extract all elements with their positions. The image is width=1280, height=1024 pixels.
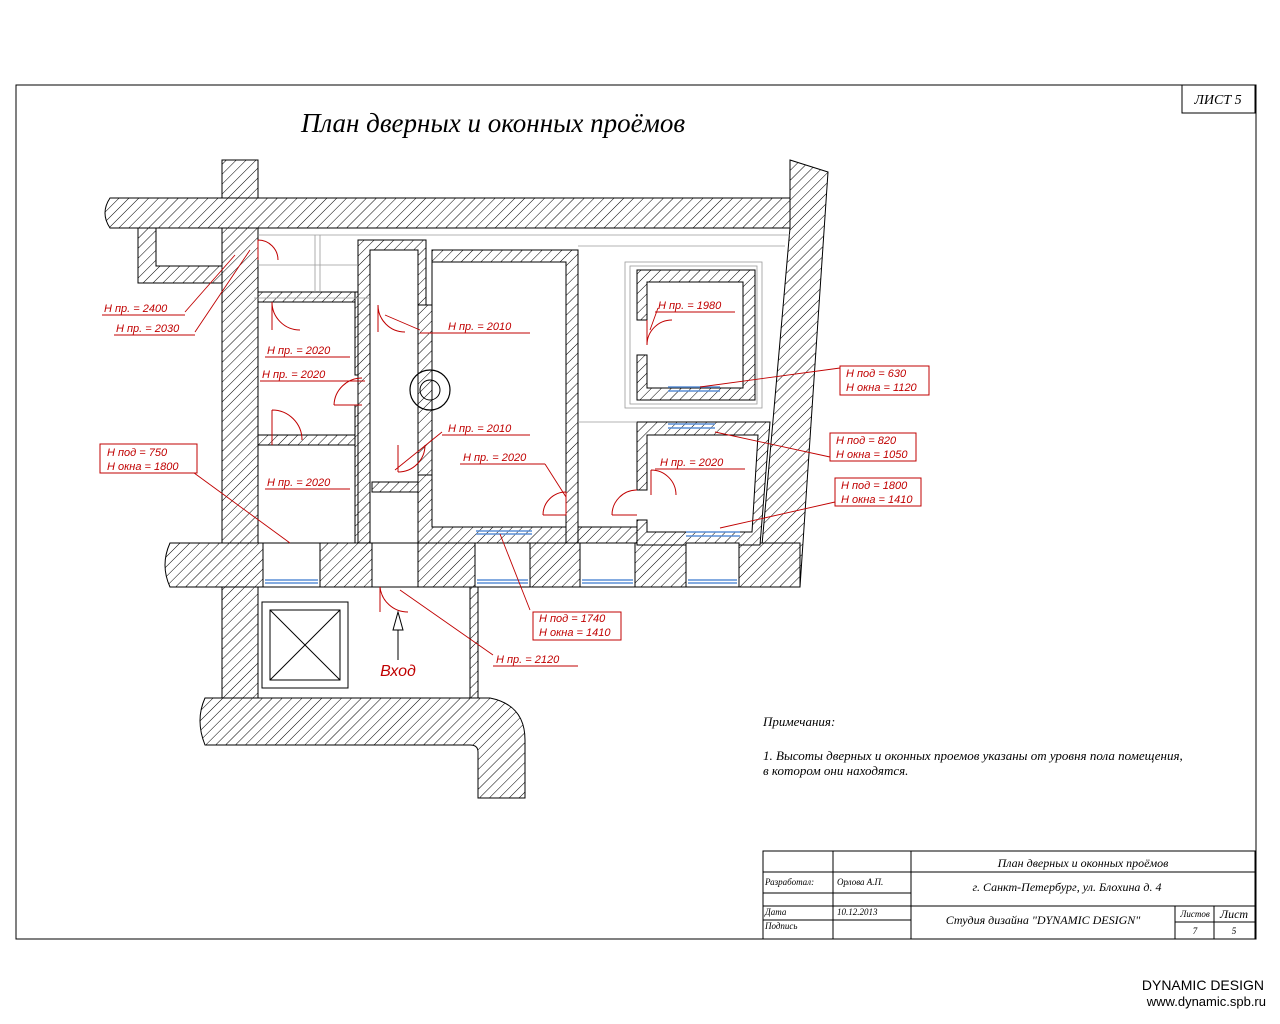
entrance-label: Вход — [380, 663, 416, 680]
door-height-2020-a: Н пр. = 2020 — [267, 345, 331, 357]
notes-line-2: в котором они находятся. — [763, 763, 908, 778]
window-820-height: Н окна = 1050 — [836, 449, 908, 461]
interior-wall-b — [257, 434, 361, 446]
window-630-sill: Н под = 630 — [846, 368, 907, 380]
notes-heading: Примечания: — [762, 714, 835, 729]
walls — [104, 159, 829, 799]
corridor-wall-left — [357, 239, 427, 544]
corridor-wall-mid — [417, 249, 579, 544]
door-height-2010-a: Н пр. = 2010 — [448, 321, 512, 333]
title-block-developed-label: Разработал: — [764, 877, 814, 887]
window-glazing — [265, 386, 740, 584]
interior-wall-a — [257, 291, 361, 303]
notes: Примечания: 1. Высоты дверных и оконных … — [762, 714, 1183, 778]
window-1740-height: Н окна = 1410 — [539, 627, 611, 639]
window-820-sill: Н под = 820 — [836, 435, 897, 447]
door-height-2030: Н пр. = 2030 — [116, 323, 180, 335]
round-column — [409, 369, 451, 411]
door-swings — [257, 239, 677, 613]
title-block-drawing-name: План дверных и оконных проёмов — [997, 856, 1169, 870]
title-block-date: 10.12.2013 — [837, 907, 878, 917]
door-height-2020-d: Н пр. = 2020 — [463, 452, 527, 464]
top-outer-wall — [104, 197, 791, 229]
title-block-sheets-label: Листов — [1179, 909, 1210, 919]
window-1800-height: Н окна = 1410 — [841, 494, 913, 506]
sheet-label-box — [1181, 84, 1256, 114]
door-height-2120: Н пр. = 2120 — [496, 654, 560, 666]
window-630-height: Н окна = 1120 — [846, 382, 918, 394]
title-block-sign-label: Подпись — [764, 921, 798, 931]
window-1740-sill: Н под = 1740 — [539, 613, 606, 625]
light-boundaries — [254, 234, 790, 423]
title-block-sheet-number: 5 — [1232, 926, 1237, 936]
title-block-sheets-total: 7 — [1193, 926, 1198, 936]
window-750-sill: Н под = 750 — [107, 447, 168, 459]
door-height-2020-e: Н пр. = 2020 — [660, 457, 724, 469]
title-block-date-label: Дата — [764, 907, 787, 917]
door-height-2400: Н пр. = 2400 — [104, 303, 168, 315]
door-height-2020-b: Н пр. = 2020 — [262, 369, 326, 381]
door-height-2010-b: Н пр. = 2010 — [448, 423, 512, 435]
drawing-title: План дверных и оконных проёмов — [300, 108, 685, 138]
title-block-developer: Орлова А.П. — [837, 877, 883, 887]
lower-curved-wall — [199, 697, 526, 799]
annotation-texts: Н пр. = 2400 Н пр. = 2030 Н пр. = 2020 Н… — [102, 300, 918, 667]
brand-url: www.dynamic.spb.ru — [1146, 994, 1266, 1009]
leader-lines — [184, 249, 841, 656]
title-block-address: г. Санкт-Петербург, ул. Блохина д. 4 — [972, 880, 1161, 894]
window-1800-sill: Н под = 1800 — [841, 480, 908, 492]
notes-line-1: 1. Высоты дверных и оконных проемов указ… — [763, 748, 1183, 763]
title-block-sheet-label: Лист — [1219, 907, 1248, 921]
door-height-1980: Н пр. = 1980 — [658, 300, 722, 312]
title-block — [762, 850, 1256, 940]
entrance-right-wall — [469, 586, 479, 699]
title-block-studio: Студия дизайна "DYNAMIC DESIGN" — [946, 913, 1142, 927]
bath-top-wall — [371, 481, 419, 493]
annotation-boxes — [99, 365, 930, 641]
sheet-frame — [15, 84, 1257, 940]
right-room-walls — [636, 421, 771, 546]
entrance-left-wall — [221, 586, 259, 699]
door-height-2020-c: Н пр. = 2020 — [267, 477, 331, 489]
mid-corridor-bottom — [577, 526, 638, 544]
sheet-label: ЛИСТ 5 — [1193, 93, 1241, 108]
entrance-arrow — [392, 610, 404, 660]
brand-name: DYNAMIC DESIGN — [1142, 977, 1264, 993]
shaft-box — [261, 601, 349, 689]
window-750-height: Н окна = 1800 — [107, 461, 179, 473]
left-small-block — [137, 227, 223, 284]
left-main-wall — [221, 227, 259, 544]
small-room-walls — [636, 269, 756, 401]
top-left-stub — [221, 159, 259, 199]
